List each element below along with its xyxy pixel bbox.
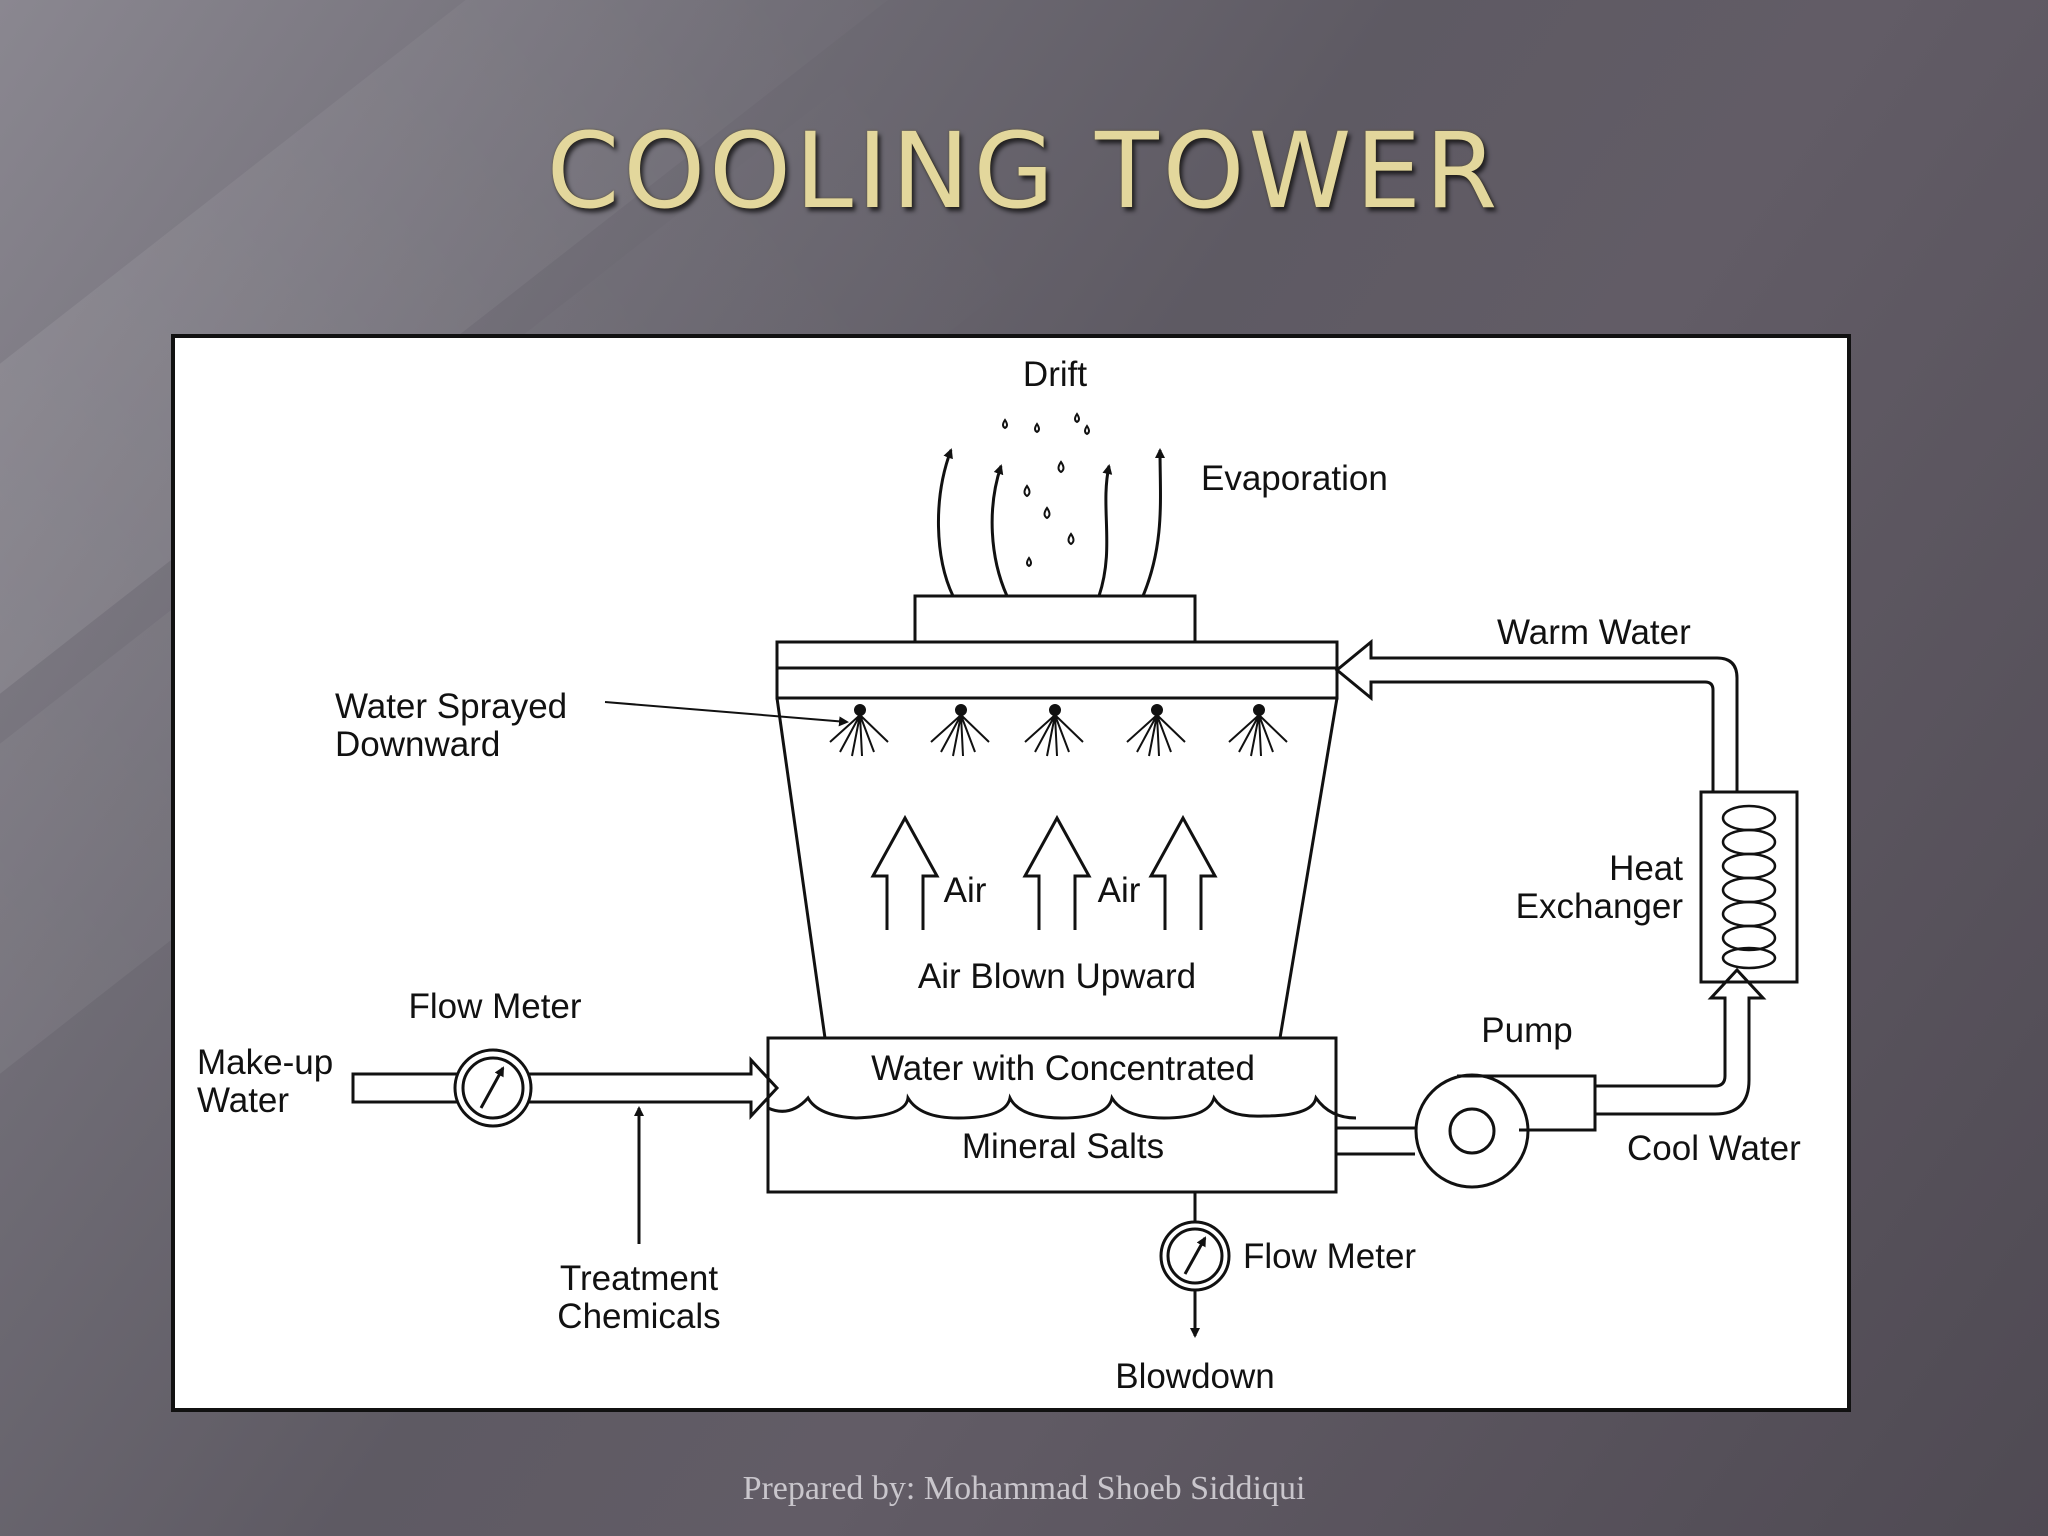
tower-right-wall bbox=[1278, 697, 1339, 1039]
label-air-2: Air bbox=[1098, 871, 1141, 910]
air-arrow-2 bbox=[1022, 814, 1092, 930]
label-treatment-2: Chemicals bbox=[557, 1297, 720, 1336]
label-heat-exchanger-1: Heat bbox=[1609, 849, 1683, 888]
spray-nozzles bbox=[829, 704, 1288, 757]
cooling-tower-diagram: Drift Evaporation Warm Water Water Spray… bbox=[171, 334, 1851, 1412]
heat-exchanger-coil bbox=[1721, 804, 1777, 970]
label-flow-meter-bottom: Flow Meter bbox=[1243, 1237, 1416, 1276]
label-flow-meter-top: Flow Meter bbox=[408, 987, 581, 1026]
tower-top-deck bbox=[775, 640, 1339, 700]
slide-title: COOLING TOWER bbox=[546, 110, 1502, 232]
air-arrow-3 bbox=[1148, 814, 1218, 930]
label-basin-2: Mineral Salts bbox=[962, 1127, 1164, 1166]
cool-water-pipe bbox=[1595, 967, 1767, 1116]
basin-water-surface bbox=[767, 1093, 1357, 1120]
label-blowdown: Blowdown bbox=[1115, 1357, 1275, 1396]
label-makeup-1: Make-up bbox=[197, 1043, 333, 1082]
tower-fan-housing bbox=[913, 594, 1197, 644]
label-water-sprayed-1: Water Sprayed bbox=[335, 687, 567, 726]
label-pump: Pump bbox=[1481, 1011, 1572, 1050]
label-water-sprayed-2: Downward bbox=[335, 725, 500, 764]
makeup-water-pipe bbox=[351, 1056, 780, 1120]
evaporation-curves bbox=[936, 448, 1166, 597]
label-heat-exchanger-2: Exchanger bbox=[1516, 887, 1684, 926]
diagram-svg: Drift Evaporation Warm Water Water Spray… bbox=[197, 355, 1801, 1396]
label-makeup-2: Water bbox=[197, 1081, 289, 1120]
label-drift: Drift bbox=[1023, 355, 1087, 394]
drift-droplets bbox=[1002, 412, 1090, 568]
heat-exchanger bbox=[1699, 790, 1799, 984]
slide-footer: Prepared by: Mohammad Shoeb Siddiqui bbox=[742, 1470, 1306, 1507]
basin-outlet-pipe bbox=[1336, 1126, 1415, 1156]
label-treatment-1: Treatment bbox=[560, 1259, 718, 1298]
label-cool-water: Cool Water bbox=[1627, 1129, 1801, 1168]
water-sprayed-leader bbox=[604, 701, 849, 727]
label-air-1: Air bbox=[944, 871, 987, 910]
warm-water-pipe bbox=[1334, 638, 1739, 792]
label-warm-water: Warm Water bbox=[1497, 613, 1691, 652]
pump bbox=[1414, 1073, 1597, 1189]
label-evaporation: Evaporation bbox=[1201, 459, 1388, 498]
label-basin-1: Water with Concentrated bbox=[871, 1049, 1255, 1088]
tower-left-wall bbox=[775, 697, 827, 1039]
air-arrow-1 bbox=[870, 814, 940, 930]
label-air-blown-upward: Air Blown Upward bbox=[918, 957, 1196, 996]
